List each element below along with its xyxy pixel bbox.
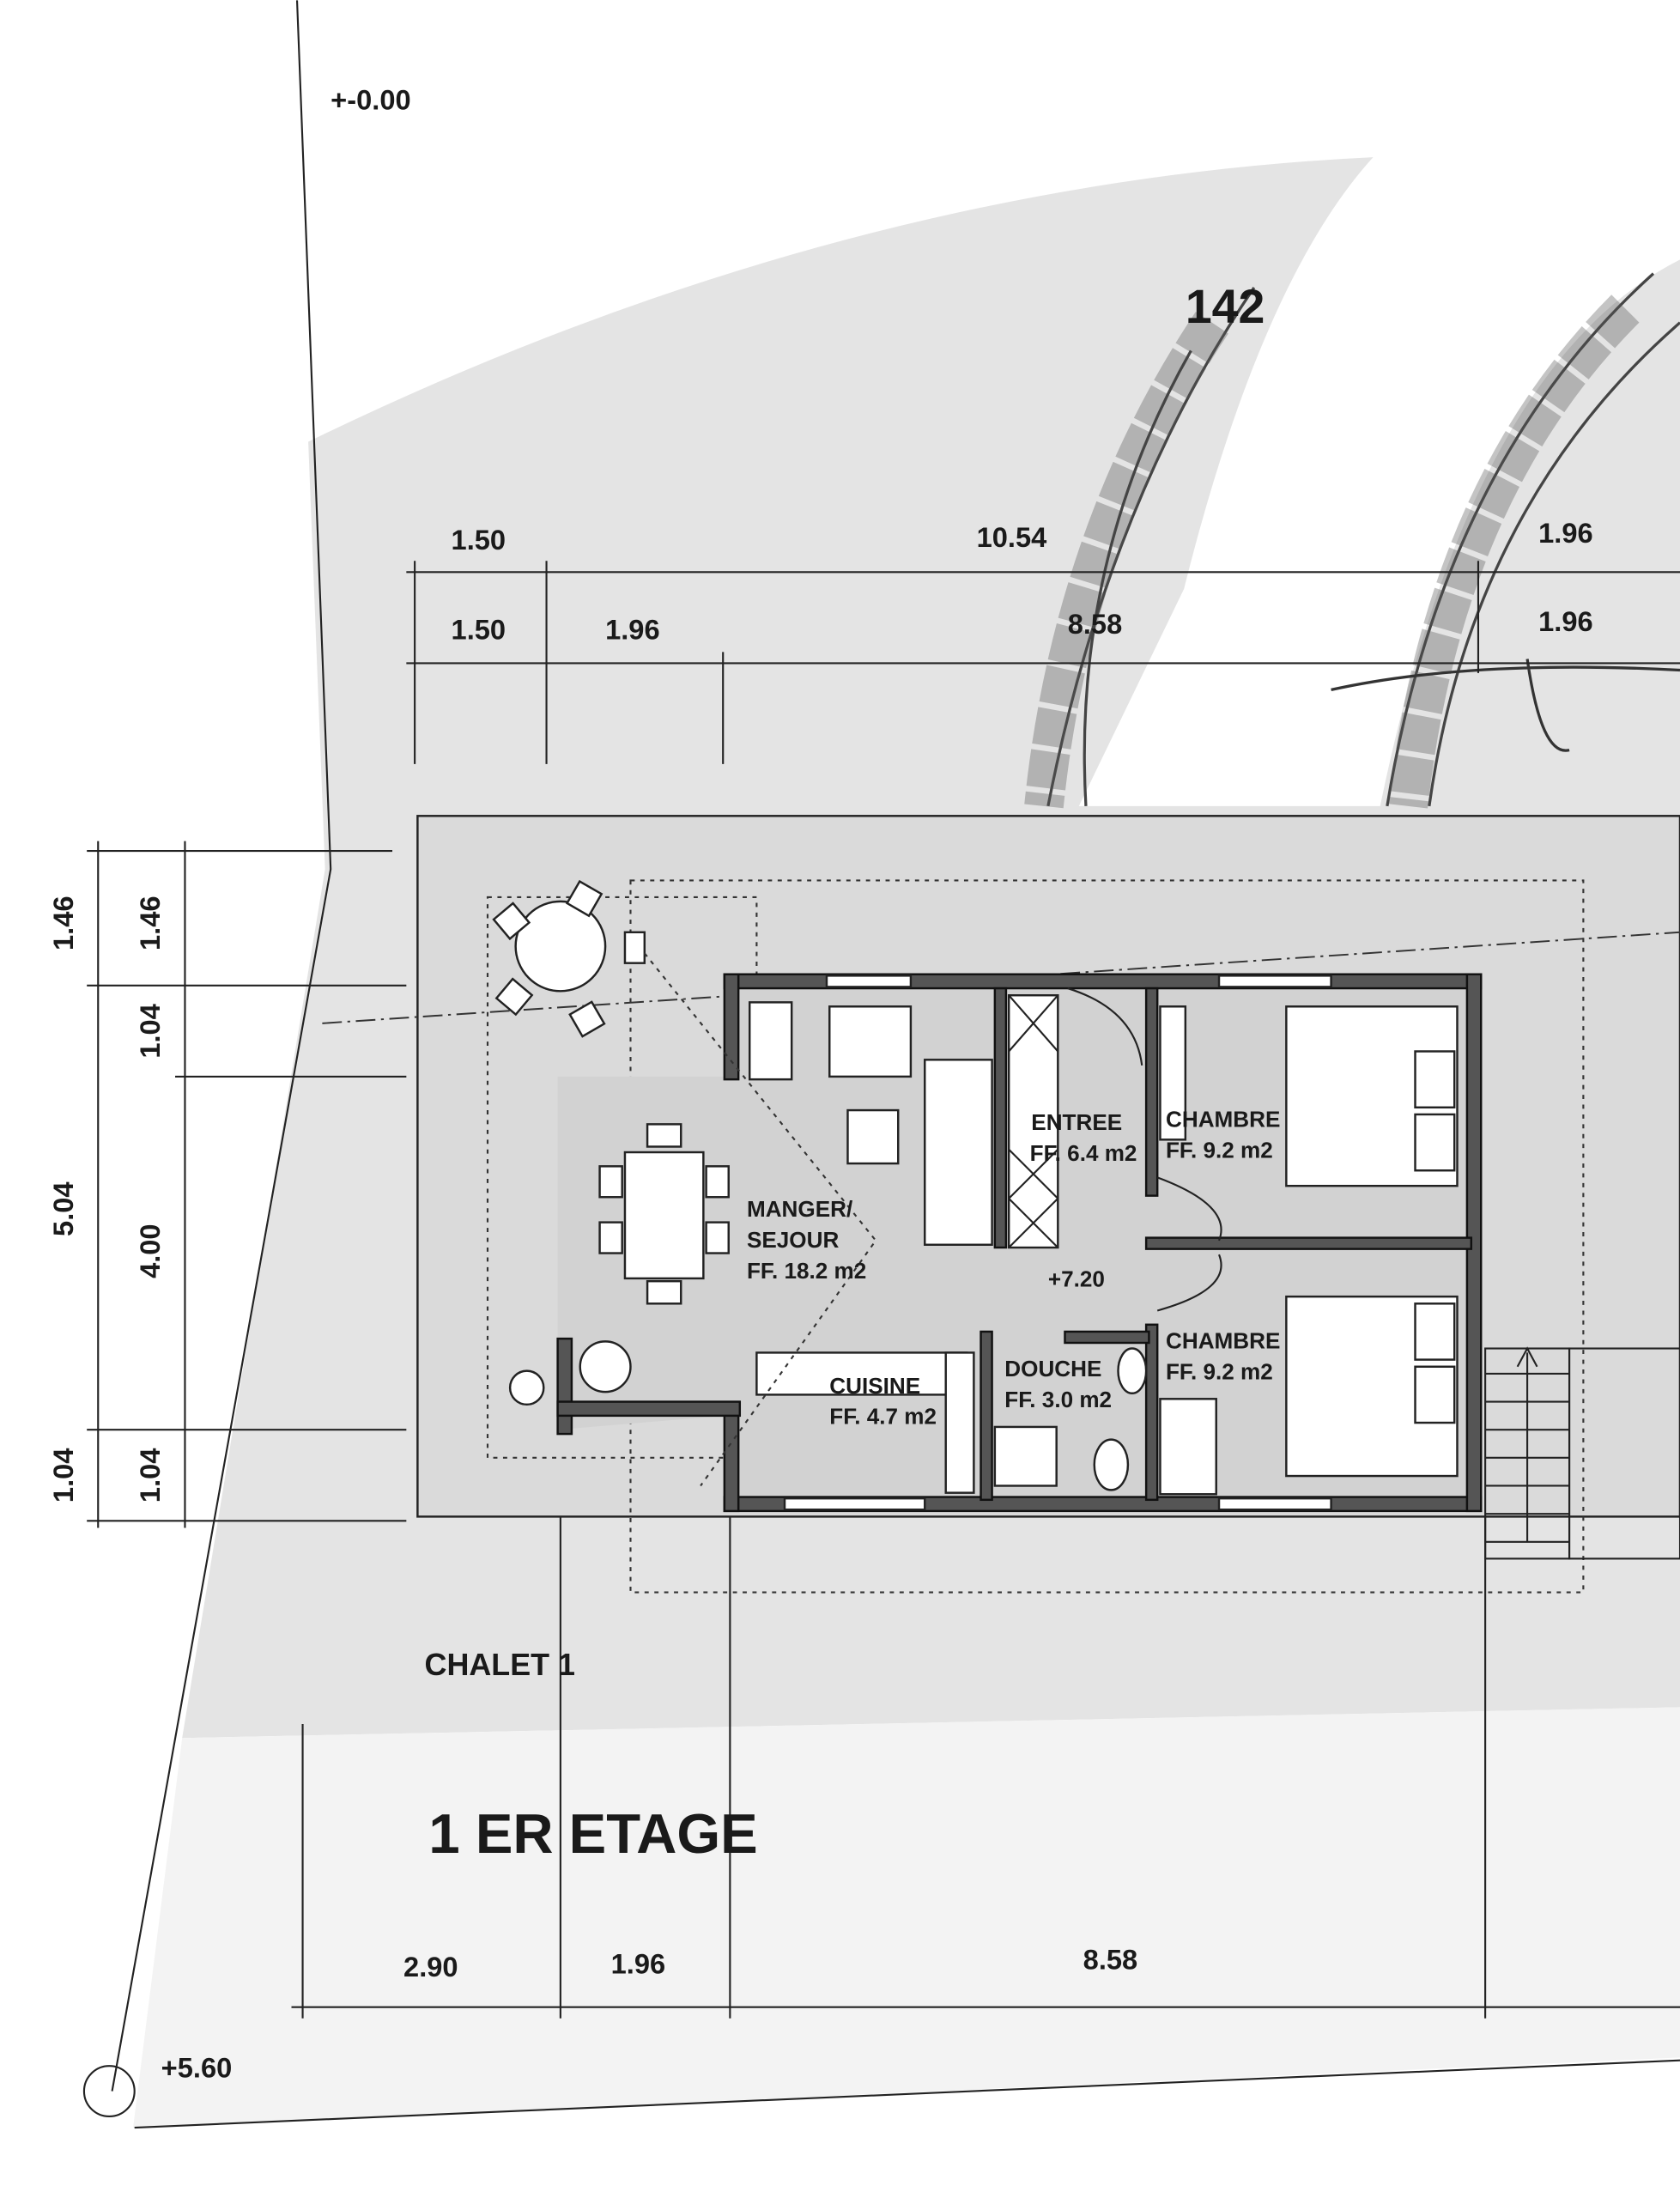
dim-top-3: 1.96 (1538, 517, 1593, 549)
shower-tray (993, 1425, 1058, 1487)
door-swing-entree (1067, 987, 1143, 1066)
svg-text:MANGER/: MANGER/ (747, 1196, 852, 1222)
chair (565, 879, 603, 918)
room-entree: ENTREE FF. 6.4 m2 (1030, 1109, 1137, 1166)
door-swing-chambre (1156, 1176, 1222, 1312)
chair (492, 902, 531, 941)
dim-left-inner-4: 1.04 (134, 1448, 166, 1503)
parcel-boundary-bottom (134, 2059, 1680, 2129)
chair (705, 1165, 730, 1199)
wall-douche-north (1064, 1330, 1150, 1345)
dim-bottom-1: 2.90 (403, 1951, 458, 1982)
room-douche: DOUCHE FF. 3.0 m2 (1004, 1356, 1112, 1412)
survey-point (82, 2065, 136, 2118)
coffee-table (846, 1108, 900, 1165)
wall-living-south (556, 1400, 742, 1418)
kitchen-counter (944, 1351, 975, 1494)
wall-chambre-west (1144, 987, 1159, 1197)
svg-text:FF. 18.2 m2: FF. 18.2 m2 (747, 1258, 866, 1284)
chair (623, 931, 646, 964)
level-top: +-0.00 (331, 84, 410, 116)
chair (646, 1279, 682, 1305)
chair (646, 1123, 682, 1148)
wardrobe-chambre (1159, 1005, 1187, 1141)
wall-living-west (556, 1337, 573, 1436)
svg-text:CHAMBRE: CHAMBRE (1166, 1107, 1280, 1132)
window (1217, 1497, 1332, 1511)
dim-top-2: 10.54 (977, 521, 1047, 553)
chair (598, 1165, 623, 1199)
dim-bottom-3: 8.58 (1083, 1944, 1138, 1976)
window (1217, 975, 1332, 988)
stove (579, 1340, 632, 1393)
curved-wall-neighbour (1386, 272, 1680, 809)
wall-chambre2-west (1144, 1323, 1159, 1502)
dim-top-1: 1.50 (452, 524, 506, 556)
lower-site-area (133, 1707, 1680, 2128)
kitchen-counter (755, 1351, 968, 1396)
dim-top-6: 8.58 (1068, 608, 1123, 640)
chair (705, 1221, 730, 1254)
svg-text:FF. 9.2 m2: FF. 9.2 m2 (1166, 1358, 1273, 1384)
room-cuisine: CUISINE FF. 4.7 m2 (829, 1373, 937, 1430)
level-floor: +7.20 (1048, 1266, 1105, 1292)
svg-text:DOUCHE: DOUCHE (1004, 1356, 1101, 1381)
curved-wall-142 (1024, 287, 1256, 809)
sketch-scribble (1331, 659, 1680, 752)
dim-top-4: 1.50 (452, 614, 506, 646)
wall-west-lower (723, 1412, 740, 1513)
wardrobe-chambre (1159, 1398, 1217, 1496)
bed-chambre-2 (1285, 1295, 1459, 1478)
bed-chambre-1 (1285, 1005, 1459, 1187)
svg-text:FF. 6.4 m2: FF. 6.4 m2 (1030, 1140, 1137, 1166)
room-chambre-1: CHAMBRE FF. 9.2 m2 (1166, 1107, 1280, 1163)
dimension-lines (87, 561, 1680, 2019)
room-chambre-2: CHAMBRE FF. 9.2 m2 (1166, 1328, 1280, 1385)
dim-left-outer-1: 1.46 (47, 896, 79, 950)
dim-left-outer-3: 1.04 (47, 1448, 79, 1503)
dim-top-5: 1.96 (605, 614, 660, 646)
cabinet (748, 1001, 793, 1081)
svg-text:FF. 9.2 m2: FF. 9.2 m2 (1166, 1138, 1273, 1163)
svg-text:CHAMBRE: CHAMBRE (1166, 1328, 1280, 1354)
svg-text:FF. 3.0 m2: FF. 3.0 m2 (1004, 1387, 1112, 1412)
chair (494, 977, 534, 1017)
stair-diagonal (643, 952, 877, 1487)
wall-cuisine-east (979, 1330, 993, 1502)
dim-left-outer-2: 5.04 (47, 1181, 79, 1236)
level-bottom: +5.60 (161, 2051, 233, 2083)
armchair (828, 1005, 913, 1078)
room-sejour: MANGER/ SEJOUR FF. 18.2 m2 (747, 1196, 866, 1284)
dim-left-inner-3: 4.00 (134, 1223, 166, 1278)
wall-chambres-divider (1144, 1236, 1473, 1250)
dining-table (623, 1151, 705, 1280)
parcel-number: 142 (1186, 280, 1265, 333)
window (825, 975, 913, 988)
terrace-table (514, 900, 607, 993)
dim-bottom-2: 1.96 (611, 1947, 666, 1979)
plan-title: 1 ER ETAGE (428, 1802, 757, 1865)
svg-text:CUISINE: CUISINE (829, 1373, 920, 1399)
svg-text:SEJOUR: SEJOUR (747, 1227, 840, 1253)
wall-west-upper (723, 973, 740, 1081)
wall-entree-west (993, 987, 1008, 1249)
svg-text:ENTREE: ENTREE (1031, 1109, 1122, 1135)
washbasin (1117, 1347, 1148, 1394)
window (783, 1497, 926, 1511)
toilet (1093, 1438, 1130, 1491)
building-label: CHALET 1 (425, 1648, 575, 1682)
svg-text:FF. 4.7 m2: FF. 4.7 m2 (829, 1404, 937, 1430)
dim-left-inner-2: 1.04 (134, 1004, 166, 1059)
wardrobe (1007, 993, 1059, 1249)
chair (568, 1000, 606, 1038)
dim-left-inner-1: 1.46 (134, 896, 166, 950)
sofa (924, 1059, 993, 1246)
dim-top-7: 1.96 (1538, 605, 1593, 637)
staircase (1484, 1346, 1680, 1560)
chair (598, 1221, 623, 1254)
basin (508, 1369, 545, 1406)
parcel-boundary (111, 0, 332, 2092)
